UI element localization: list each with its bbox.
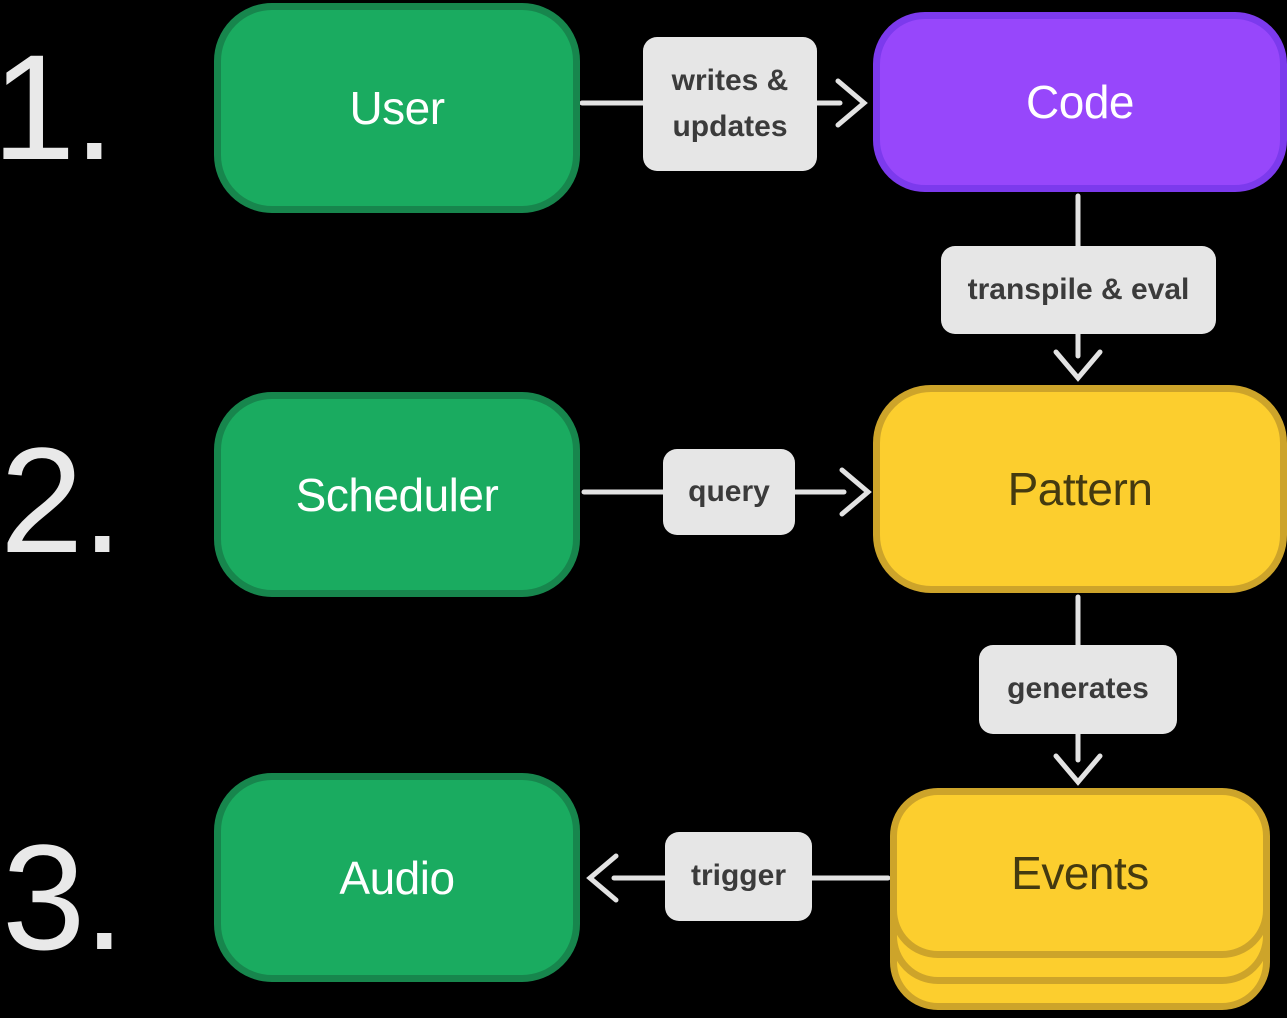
audio-node: Audio (214, 773, 580, 982)
edge-label-trigger: trigger (665, 832, 812, 921)
edge-label-transpile-eval-text: transpile & eval (967, 272, 1190, 306)
edge-label-writes-updates: writes & updates (643, 37, 817, 171)
code-node-label: Code (1026, 76, 1134, 128)
user-node: User (214, 3, 580, 213)
pattern-node-label: Pattern (1007, 463, 1153, 515)
step-number-1: 1. (0, 23, 115, 191)
edge-label-writes-line1: writes & (671, 63, 789, 97)
edge-label-query: query (663, 449, 795, 535)
edge-label-query-text: query (688, 474, 770, 508)
code-node: Code (873, 12, 1287, 192)
edge-label-generates-text: generates (1007, 672, 1149, 706)
step-number-3: 3. (2, 813, 125, 981)
events-node-label: Events (1011, 847, 1149, 899)
edge-label-generates: generates (979, 645, 1177, 734)
audio-node-label: Audio (339, 851, 455, 904)
scheduler-node: Scheduler (214, 392, 580, 597)
scheduler-node-label: Scheduler (295, 468, 499, 521)
edge-label-trigger-text: trigger (690, 859, 786, 893)
edge-label-transpile-eval: transpile & eval (941, 246, 1216, 334)
user-node-label: User (349, 82, 445, 134)
step-number-2: 2. (0, 416, 123, 584)
pattern-node: Pattern (873, 385, 1287, 593)
edge-label-writes-line2: updates (672, 110, 788, 143)
events-node: Events (890, 788, 1270, 958)
